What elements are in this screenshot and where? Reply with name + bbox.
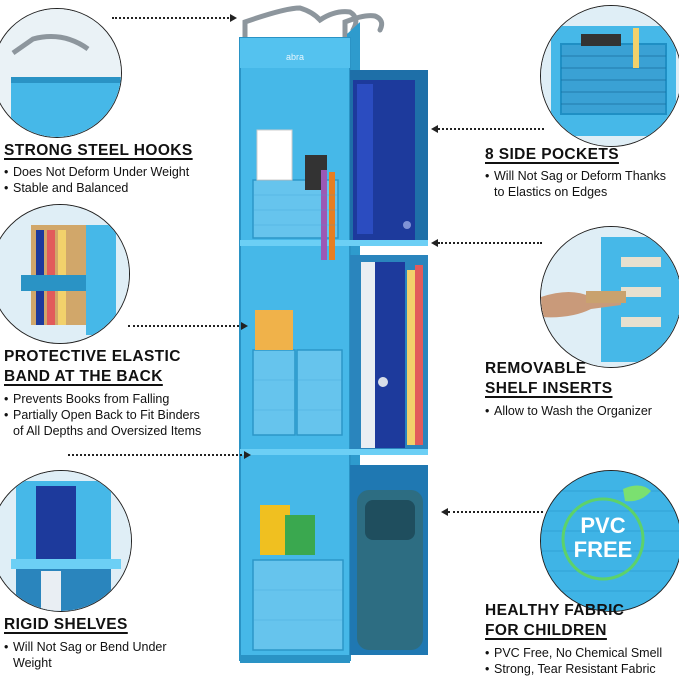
- fabric-bullet-1: PVC Free, No Chemical Smell: [485, 645, 679, 661]
- brand-mark: abra: [286, 52, 304, 62]
- pvc-badge-line2: FREE: [573, 537, 633, 562]
- pockets-title: 8 SIDE POCKETS: [485, 146, 619, 163]
- fabric-bullet-2: Strong, Tear Resistant Fabric: [485, 661, 679, 677]
- inserts-bullets: Allow to Wash the Organizer: [485, 403, 675, 419]
- elastic-bullet-1: Prevents Books from Falling: [4, 391, 204, 407]
- shelves-bullet-1: Will Not Sag or Bend Under Weight: [4, 639, 194, 671]
- hooks-bullets: Does Not Deform Under Weight Stable and …: [4, 164, 214, 196]
- inserts-title-line1: REMOVABLE: [485, 360, 587, 377]
- hooks-title: STRONG STEEL HOOKS: [4, 142, 193, 159]
- fabric-pointer-line: [448, 511, 543, 513]
- pockets-pointer-arrow: [431, 125, 438, 133]
- hooks-bullet-1: Does Not Deform Under Weight: [4, 164, 214, 180]
- rigid-shelves-detail-circle: [0, 470, 132, 612]
- hooks-bullet-2: Stable and Balanced: [4, 180, 214, 196]
- pockets-bullets: Will Not Sag or Deform Thanks to Elastic…: [485, 168, 675, 200]
- fabric-title-line2: FOR CHILDREN: [485, 622, 607, 639]
- organizer-illustration: abra: [239, 5, 428, 663]
- fabric-title-line1: HEALTHY FABRIC: [485, 602, 625, 619]
- shelves-title: RIGID SHELVES: [4, 616, 128, 633]
- shelves-pointer-line: [68, 454, 246, 456]
- inserts-bullet-1: Allow to Wash the Organizer: [485, 403, 675, 419]
- side-pockets-detail-circle: [540, 5, 679, 147]
- pockets-pointer-line: [438, 128, 544, 130]
- shelves-pointer-arrow: [244, 451, 251, 459]
- shelves-bullets: Will Not Sag or Bend Under Weight: [4, 639, 194, 671]
- hooks-detail-circle: [0, 8, 122, 138]
- steel-hooks: [242, 5, 385, 43]
- elastic-title-line2: BAND AT THE BACK: [4, 368, 163, 385]
- hooks-pointer-line: [112, 17, 232, 19]
- elastic-bullet-2: Partially Open Back to Fit Binders of Al…: [4, 407, 204, 439]
- hooks-pointer-arrow: [230, 14, 237, 22]
- inserts-title-line2: SHELF INSERTS: [485, 380, 613, 397]
- pockets-bullet-1: Will Not Sag or Deform Thanks to Elastic…: [485, 168, 675, 200]
- elastic-bullets: Prevents Books from Falling Partially Op…: [4, 391, 204, 439]
- shelf-inserts-detail-circle: [540, 226, 679, 368]
- pvc-badge-line1: PVC: [580, 513, 626, 538]
- elastic-title-line1: PROTECTIVE ELASTIC: [4, 348, 181, 365]
- fabric-bullets: PVC Free, No Chemical Smell Strong, Tear…: [485, 645, 679, 677]
- fabric-pointer-arrow: [441, 508, 448, 516]
- elastic-pointer-arrow: [241, 322, 248, 330]
- elastic-band-detail-circle: [0, 204, 130, 344]
- elastic-pointer-line: [128, 325, 243, 327]
- inserts-pointer-arrow: [431, 239, 438, 247]
- pvc-free-detail-circle: PVC FREE: [540, 470, 679, 612]
- inserts-pointer-line: [438, 242, 542, 244]
